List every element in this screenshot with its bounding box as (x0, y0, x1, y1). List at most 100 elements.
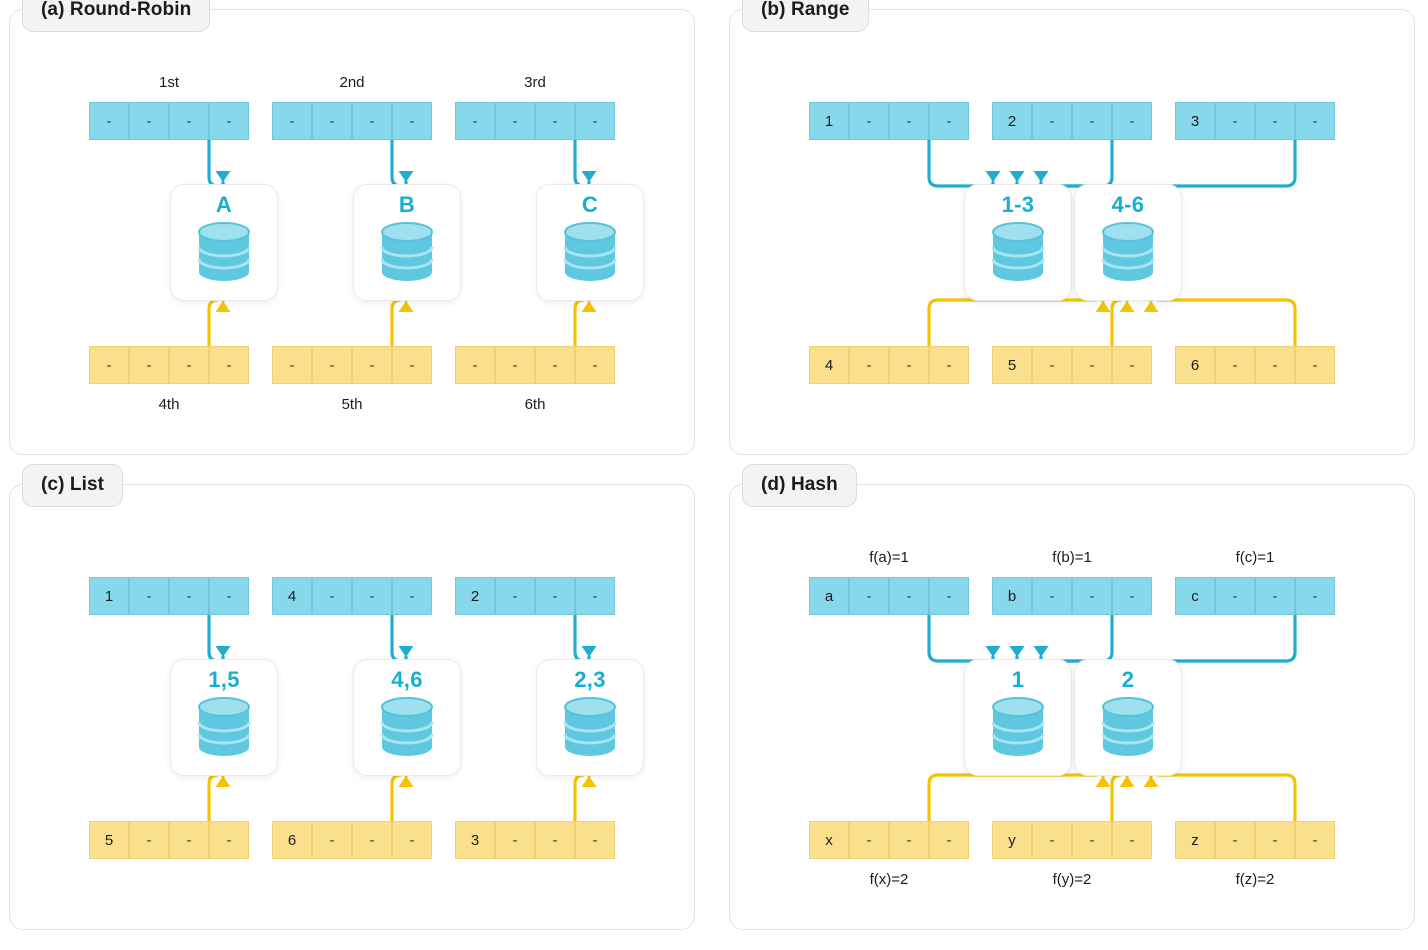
bottom-array-2-cell-1: - (495, 346, 535, 384)
bottom-array-0-cell-3: - (929, 346, 969, 384)
top-array-2: 3--- (1175, 102, 1335, 140)
node-1-label: 2 (1121, 667, 1135, 692)
node-2: 2,3 (536, 659, 644, 776)
database-cylinder-icon (197, 697, 251, 757)
top-array-0-cell-1: - (849, 577, 889, 615)
top-array-0-cell-0: 1 (809, 102, 849, 140)
yellow-connector-0-head (215, 301, 231, 312)
bottom-array-2-cell-3: - (1295, 346, 1335, 384)
bottom-array-2: z--- (1175, 821, 1335, 859)
top-array-1-cell-1: - (1032, 102, 1072, 140)
yellow-connector-1-head (1119, 301, 1135, 312)
blue-connector-2-head (581, 646, 597, 657)
bottom-array-0-cell-2: - (169, 821, 209, 859)
top-array-0: 1--- (89, 577, 249, 615)
database-cylinder-icon (1101, 697, 1155, 757)
yellow-connector-0-head (1095, 776, 1111, 787)
bottom-array-0-cell-2: - (889, 346, 929, 384)
bottom-array-0-cell-3: - (209, 821, 249, 859)
panel-title-b: (b) Range (742, 0, 869, 32)
bottom-array-1-cell-1: - (1032, 346, 1072, 384)
bottom-array-0: 4--- (809, 346, 969, 384)
bottom-array-1-cell-1: - (1032, 821, 1072, 859)
top-array-2: c--- (1175, 577, 1335, 615)
database-cylinder-icon (197, 222, 251, 282)
bottom-array-0-cell-0: 5 (89, 821, 129, 859)
bottom-array-2-cell-3: - (575, 346, 615, 384)
node-0-label: 1 (1011, 667, 1025, 692)
bottom-array-1-cell-0: - (272, 346, 312, 384)
panel-title-a: (a) Round-Robin (22, 0, 211, 32)
bottom-array-2-cell-2: - (535, 346, 575, 384)
node-0: 1,5 (170, 659, 278, 776)
database-cylinder-icon (1101, 222, 1155, 282)
bottom-label-2: f(z)=2 (1235, 871, 1275, 888)
top-array-0-cell-1: - (129, 577, 169, 615)
database-cylinder-icon (563, 697, 617, 757)
bottom-array-2-cell-1: - (495, 821, 535, 859)
bottom-label-1: 5th (341, 396, 363, 413)
node-0-label: A (215, 192, 233, 217)
top-label-0: 1st (158, 74, 179, 91)
node-0: 1-3 (964, 184, 1072, 301)
node-1-db-wrap (378, 696, 436, 763)
top-label-0: f(a)=1 (869, 549, 909, 566)
blue-connector-2-head (581, 171, 597, 182)
top-array-1-cell-2: - (1072, 577, 1112, 615)
node-1-db-wrap (378, 221, 436, 288)
top-array-2-cell-2: - (1255, 577, 1295, 615)
yellow-connector-0-head (1095, 301, 1111, 312)
database-cylinder-icon (563, 222, 617, 282)
bottom-array-2: 3--- (455, 821, 615, 859)
node-0-db-wrap (195, 221, 253, 288)
top-array-2-cell-2: - (1255, 102, 1295, 140)
top-array-0-cell-2: - (169, 577, 209, 615)
connector-layer-b (927, 138, 1297, 348)
blue-connector-1-head (1009, 171, 1025, 182)
top-array-2-cell-3: - (575, 102, 615, 140)
top-array-0-cell-0: a (809, 577, 849, 615)
top-array-2-cell-1: - (1215, 577, 1255, 615)
bottom-array-0-cell-1: - (849, 821, 889, 859)
node-1-label: 4,6 (391, 667, 423, 692)
node-1: 4-6 (1074, 184, 1182, 301)
bottom-label-1: f(y)=2 (1052, 871, 1092, 888)
node-0: 1 (964, 659, 1072, 776)
node-0: A (170, 184, 278, 301)
bottom-array-1-cell-1: - (312, 346, 352, 384)
bottom-label-2: 6th (524, 396, 546, 413)
top-array-0-cell-2: - (889, 102, 929, 140)
top-array-1-cell-1: - (312, 102, 352, 140)
bottom-array-1-cell-3: - (392, 821, 432, 859)
bottom-array-0-cell-0: 4 (809, 346, 849, 384)
top-array-2-cell-3: - (575, 577, 615, 615)
top-array-1-cell-0: 2 (992, 102, 1032, 140)
yellow-connector-1-head (1119, 776, 1135, 787)
top-array-0-cell-0: 1 (89, 577, 129, 615)
bottom-array-1-cell-2: - (1072, 821, 1112, 859)
bottom-array-1-cell-1: - (312, 821, 352, 859)
bottom-array-1-cell-2: - (1072, 346, 1112, 384)
blue-connector-1-head (1009, 646, 1025, 657)
top-array-1-cell-3: - (1112, 102, 1152, 140)
bottom-array-0-cell-3: - (929, 821, 969, 859)
bottom-array-0-cell-2: - (169, 346, 209, 384)
top-label-1: 2nd (339, 74, 365, 91)
bottom-array-2-cell-3: - (1295, 821, 1335, 859)
bottom-array-1-cell-2: - (352, 346, 392, 384)
top-array-1-cell-2: - (352, 577, 392, 615)
top-array-1-cell-1: - (1032, 577, 1072, 615)
bottom-array-2-cell-3: - (575, 821, 615, 859)
panel-title-c: (c) List (22, 464, 124, 507)
bottom-array-2-cell-1: - (1215, 821, 1255, 859)
bottom-array-2: 6--- (1175, 346, 1335, 384)
bottom-array-2: ---- (455, 346, 615, 384)
top-array-2-cell-0: 2 (455, 577, 495, 615)
top-array-2-cell-1: - (495, 577, 535, 615)
top-array-2-cell-0: - (455, 102, 495, 140)
yellow-connector-0-head (215, 776, 231, 787)
bottom-array-0-cell-0: - (89, 346, 129, 384)
